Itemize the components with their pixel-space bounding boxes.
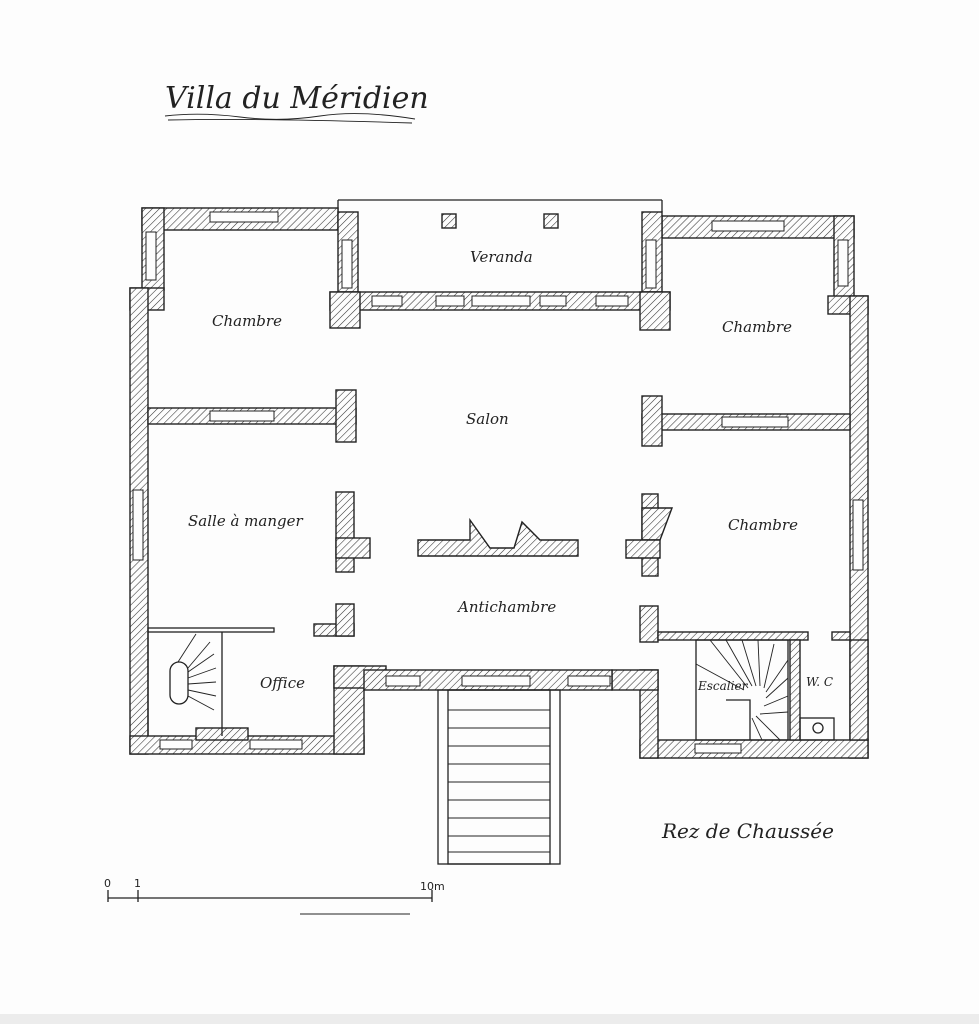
room-label-escalier: Escalier [697, 679, 749, 693]
room-label-veranda: Veranda [470, 248, 533, 266]
room-label-chambre-ne: Chambre [722, 318, 792, 336]
scale-label-one: 1 [134, 877, 141, 890]
central-chimney-wall [417, 517, 579, 557]
scale-label-zero: 0 [104, 877, 111, 890]
title-underline [164, 113, 416, 120]
room-label-office: Office [260, 674, 305, 692]
veranda-outline [337, 199, 663, 229]
veranda-pillar-right [543, 213, 559, 229]
newel [169, 661, 189, 705]
scale-label-ten: 10m [420, 880, 445, 893]
plan-title: Villa du Méridien [165, 81, 429, 116]
title-underline-2 [167, 118, 413, 124]
room-label-wc: W. C [806, 675, 833, 689]
entrance-steps [437, 689, 561, 865]
room-label-salon: Salon [466, 410, 509, 428]
room-label-salle-a-manger: Salle à manger [188, 512, 303, 530]
exterior-walls [129, 207, 869, 759]
plan-subtitle: Rez de Chaussée [661, 819, 834, 843]
room-label-chambre-e: Chambre [728, 516, 798, 534]
scale-bar: 0 1 10m [104, 877, 445, 915]
main-stair [695, 639, 835, 741]
wc-fixture [812, 722, 824, 734]
veranda-pillar-left [441, 213, 457, 229]
office-stair [169, 633, 217, 711]
interior-walls [147, 211, 869, 741]
room-label-chambre-nw: Chambre [212, 312, 282, 330]
room-label-antichambre: Antichambre [456, 598, 556, 616]
